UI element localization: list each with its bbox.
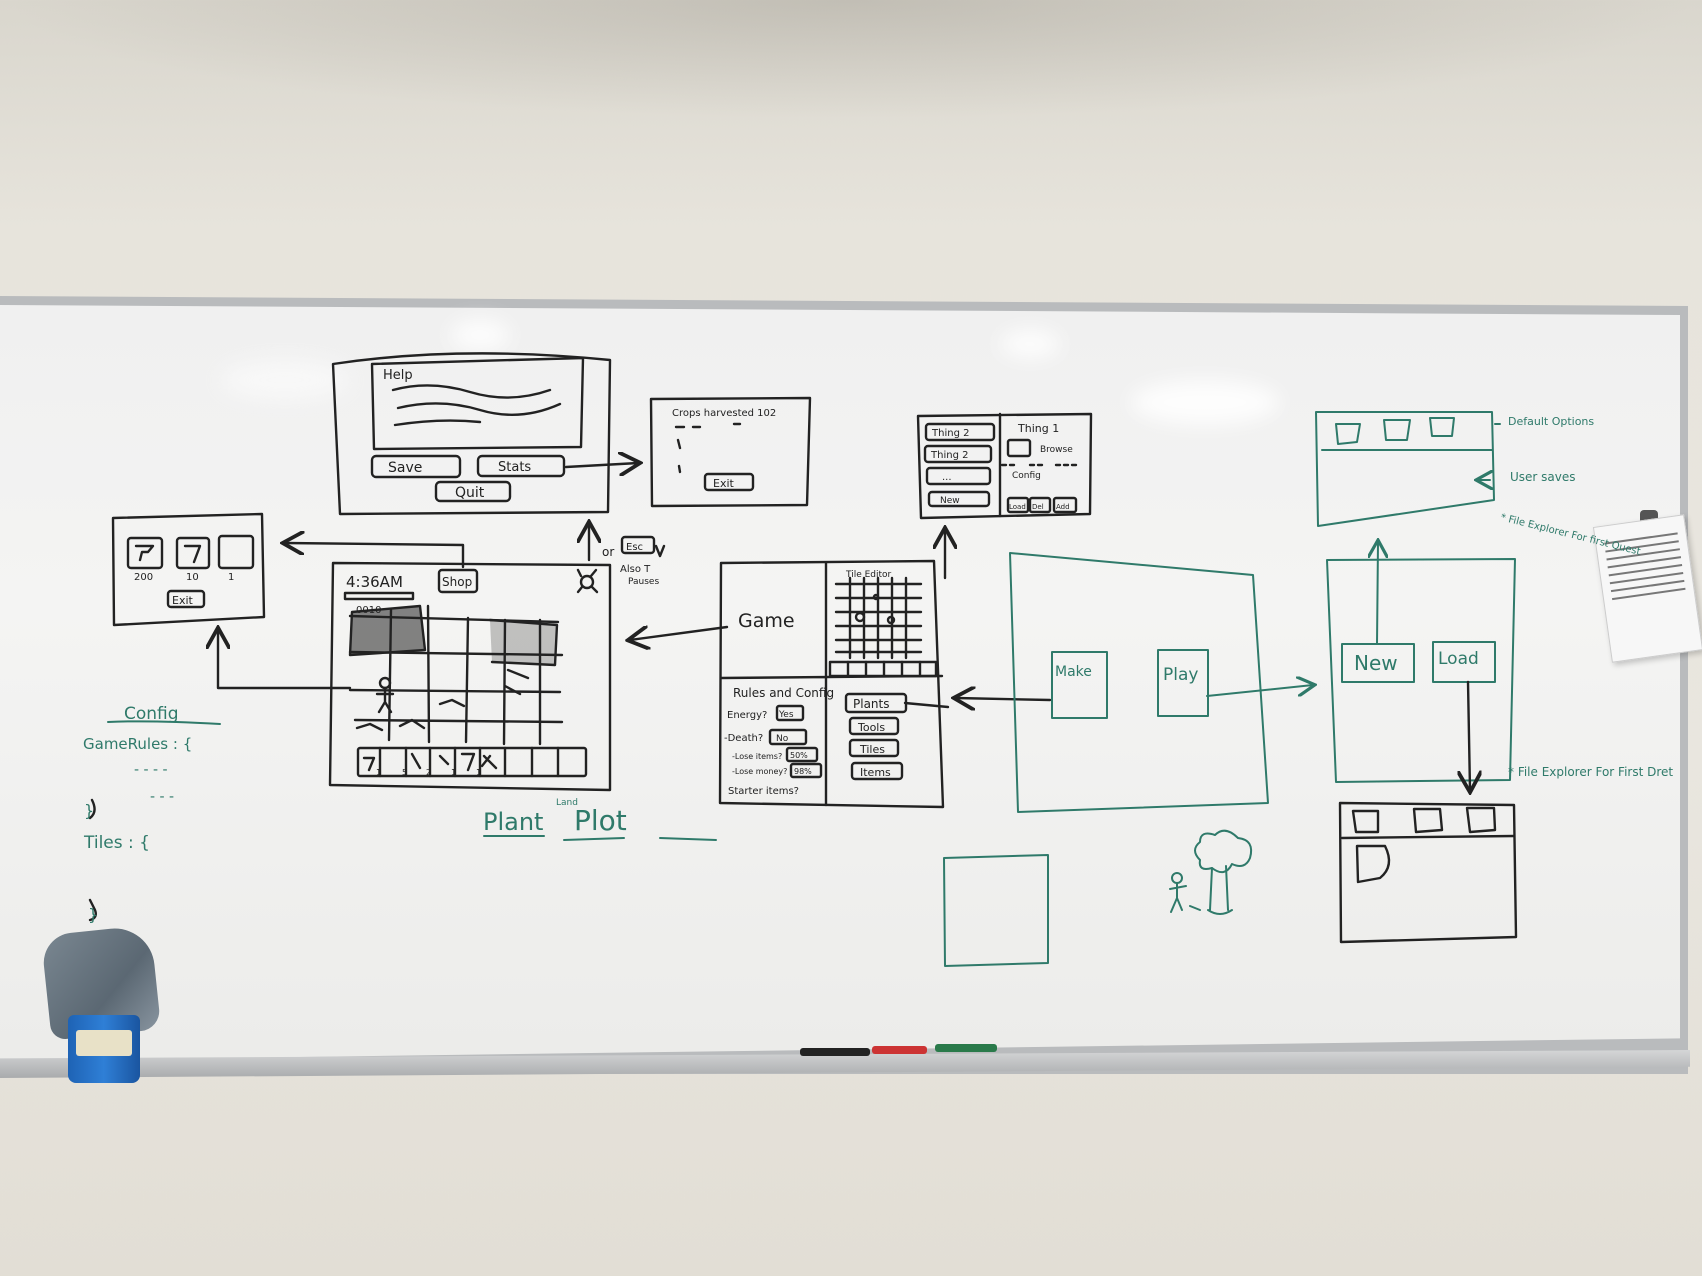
lose-money-value: 98%: [794, 767, 812, 776]
del-button-text: Del: [1032, 503, 1044, 511]
game-rules-note: GameRules : {: [83, 735, 192, 753]
rules-dashes: - - - -: [134, 762, 168, 778]
stats-screen-sketch: [649, 396, 812, 508]
hotbar-count-5: 1: [476, 768, 481, 777]
help-title-text: Help: [383, 368, 413, 383]
light-glare-4: [220, 360, 350, 400]
file-list-sketch: [1338, 680, 1518, 944]
hotbar-count-4: 1: [451, 768, 456, 777]
also-text: Also T: [620, 564, 651, 575]
slot2-text: Thing 2: [930, 450, 968, 461]
make-button-sketch: [1051, 651, 1108, 719]
play-button-sketch: [1157, 649, 1209, 717]
stats-button-sketch: [476, 454, 566, 478]
save-new-label: New: [940, 496, 960, 506]
game-screen-sketch: [328, 561, 612, 792]
hotbar-count-3: 2: [426, 768, 431, 777]
death-label: -Death?: [724, 733, 763, 744]
stats-label: Stats: [498, 460, 531, 475]
tools-tab-label: Tools: [857, 721, 885, 734]
stats-exit-label: Exit: [713, 477, 735, 490]
rules-dashes-2: - - -: [150, 789, 174, 805]
help-screen-sketch: [331, 352, 638, 516]
tile-editor-title: Tile Editor: [845, 570, 892, 580]
empty-box-sketch: [943, 854, 1049, 967]
main-menu-frame-sketch: [1009, 552, 1269, 813]
editor-screen-sketch: [718, 559, 950, 809]
shop-screen-sketch: [111, 512, 266, 627]
config-note: Config: [124, 704, 179, 724]
crops-harvested-text: Crops harvested 102: [672, 408, 776, 419]
starter-items-label: Starter items?: [728, 786, 799, 797]
shop-count-3: 1: [228, 572, 234, 583]
file-explorer-top-note: * File Explorer For first Quest: [1499, 512, 1641, 558]
exit-button-sketch: [703, 472, 755, 492]
items-tab-label: Items: [860, 766, 891, 779]
save-detail-title: Thing 1: [1017, 422, 1059, 435]
shop-exit-button-sketch: [166, 589, 206, 609]
lose-money-label: -Lose money?: [732, 767, 787, 776]
browse-text: Browse: [1040, 445, 1073, 455]
slot1-text: Thing 2: [931, 428, 969, 439]
pauses-text: Pauses: [628, 577, 659, 587]
light-glare-3: [1130, 380, 1280, 425]
shop-count-1: 200: [134, 572, 153, 583]
load-menu-frame-sketch: [1326, 558, 1516, 783]
rules-config-title: Rules and Config: [733, 686, 834, 700]
load-button-text: Load: [1009, 503, 1026, 511]
save-label: Save: [388, 460, 422, 476]
tiles-tab-label: Tiles: [859, 743, 885, 756]
red-marker: [872, 1046, 927, 1054]
plot-note: Plot: [574, 804, 627, 837]
game-shop-label: Shop: [442, 575, 472, 589]
game-money-text: 0010: [356, 605, 381, 616]
black-marker: [800, 1048, 870, 1056]
plants-tab-label: Plants: [853, 697, 890, 711]
esc-text: Esc: [626, 542, 643, 553]
death-value: No: [776, 734, 789, 744]
land-note: Land: [556, 798, 578, 808]
file-explorer-bottom-note: * File Explorer For First Dret: [1508, 765, 1673, 779]
shop-exit-label: Exit: [172, 594, 194, 607]
default-options-note: Default Options: [1508, 415, 1594, 428]
plant-note: Plant: [483, 808, 543, 836]
wall-shadow: [0, 0, 1702, 120]
lose-items-value: 50%: [790, 751, 808, 760]
shop-count-2: 10: [186, 572, 199, 583]
hotbar-count-2: 5: [402, 768, 407, 777]
game-time-text: 4:36AM: [346, 573, 403, 591]
tiles-note: Tiles : {: [83, 833, 150, 853]
user-saves-note: User saves: [1510, 470, 1576, 484]
save-button-sketch: [370, 454, 462, 479]
lose-items-label: -Lose items?: [732, 752, 782, 761]
add-button-text: Add: [1056, 503, 1070, 511]
save-list-frame-sketch: [1315, 411, 1495, 527]
brace-marks: [88, 798, 98, 922]
slot-more-text: ...: [942, 472, 952, 483]
close-brace-note: }: [84, 801, 94, 820]
end-brace-note: }: [88, 905, 98, 924]
load-load-button-sketch: [1432, 641, 1496, 683]
light-glare-2: [1000, 330, 1060, 358]
tree-doodle: [1169, 829, 1253, 915]
make-label: Make: [1055, 664, 1092, 680]
hotbar-count-1: 1: [376, 768, 381, 777]
load-menu-load-label: Load: [1438, 649, 1479, 669]
spray-bottle-label: [76, 1030, 132, 1056]
green-marker: [935, 1044, 997, 1052]
quit-label: Quit: [455, 485, 485, 501]
play-label: Play: [1163, 665, 1198, 685]
save-select-sketch: [916, 412, 1093, 520]
energy-label: Energy?: [727, 710, 767, 721]
light-glare-1: [450, 320, 510, 350]
quit-button-sketch: [434, 480, 512, 503]
energy-value: Yes: [778, 710, 794, 720]
esc-key-sketch: [620, 535, 656, 555]
config-text: Config: [1012, 471, 1041, 481]
load-menu-new-label: New: [1354, 651, 1398, 675]
editor-game-label: Game: [738, 610, 795, 632]
shop-button-sketch: [437, 568, 479, 594]
or-text: or: [602, 545, 614, 559]
